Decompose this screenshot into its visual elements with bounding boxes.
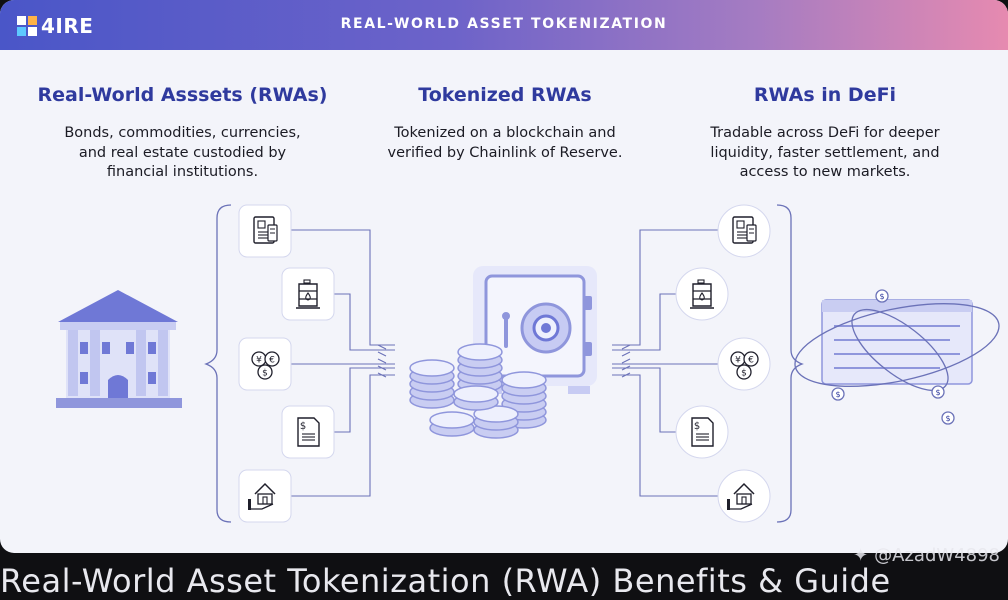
watermark-text: @AzadW4898 xyxy=(874,545,1000,566)
right-brace xyxy=(777,205,802,522)
infographic-card: 4IRE REAL-WORLD ASSET TOKENIZATION Real-… xyxy=(0,0,1008,553)
svg-text:$: $ xyxy=(935,388,940,397)
bank-icon xyxy=(56,290,182,408)
flow-diagram: ¥ € $ $ xyxy=(0,0,1008,553)
svg-text:$: $ xyxy=(945,414,950,423)
watermark-logo-icon: ✦ xyxy=(853,545,868,566)
defi-window-icon: $ $ $ $ xyxy=(788,288,1006,424)
svg-text:$: $ xyxy=(835,390,840,399)
left-brace xyxy=(206,205,231,522)
watermark: ✦ @AzadW4898 xyxy=(853,545,1000,566)
footer-caption: Real-World Asset Tokenization (RWA) Bene… xyxy=(0,562,891,600)
svg-text:$: $ xyxy=(879,292,884,301)
